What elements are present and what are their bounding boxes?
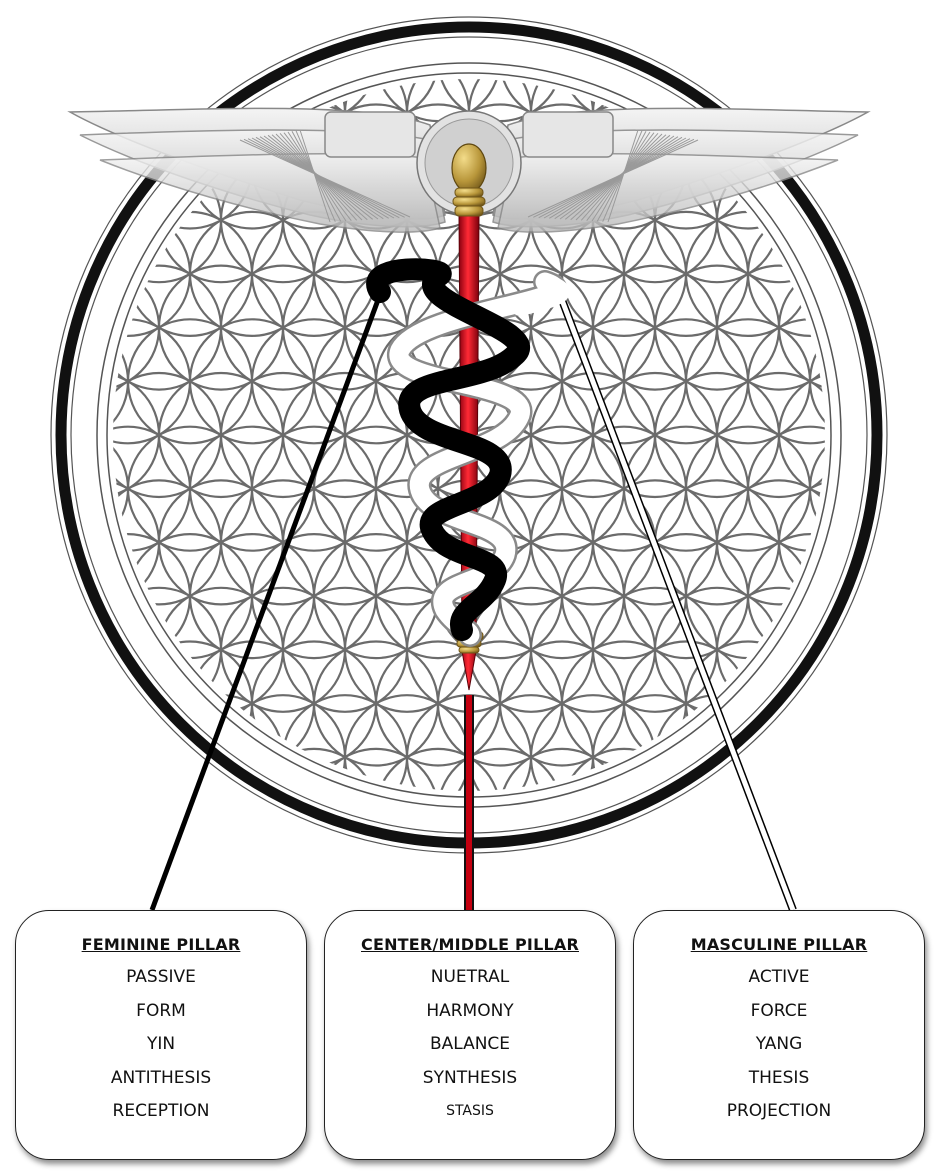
center-pillar-title: CENTER/MIDDLE PILLAR [361, 935, 579, 954]
center-pillar-panel: CENTER/MIDDLE PILLAR NUETRAL HARMONY BAL… [324, 910, 616, 1160]
feminine-pillar-item: ANTITHESIS [110, 1067, 212, 1088]
feminine-pointer-line [149, 299, 381, 911]
center-pillar-item: BALANCE [429, 1034, 511, 1054]
masculine-pillar-panel: MASCULINE PILLAR ACTIVE FORCE YANG THESI… [633, 910, 925, 1160]
caduceus-icon [67, 107, 871, 691]
masculine-pillar-item: FORCE [750, 1000, 808, 1021]
feminine-pillar-title: FEMININE PILLAR [81, 935, 241, 954]
center-pillar-item: HARMONY [426, 1000, 514, 1021]
feminine-pillar-item: PASSIVE [126, 967, 196, 987]
masculine-pillar-item: YANG [755, 1034, 803, 1054]
black-serpent-icon [366, 258, 530, 641]
center-pillar-item: SYNTHESIS [422, 1067, 518, 1088]
feminine-pillar-item: RECEPTION [112, 1101, 210, 1121]
center-pillar-item: STASIS [446, 1103, 494, 1119]
feminine-pillar-item: YIN [146, 1034, 176, 1054]
masculine-pillar-item: THESIS [748, 1067, 810, 1088]
serpents [366, 258, 570, 647]
wings-icon [67, 107, 871, 233]
feminine-pillar-item: FORM [136, 1000, 186, 1021]
feminine-pillar-panel: FEMININE PILLAR PASSIVE FORM YIN ANTITHE… [15, 910, 307, 1160]
pillar-pointer-lines [149, 298, 797, 912]
masculine-pillar-title: MASCULINE PILLAR [690, 935, 868, 954]
masculine-pillar-item: PROJECTION [726, 1101, 832, 1121]
center-pillar-item: NUETRAL [430, 967, 510, 987]
masculine-pillar-item: ACTIVE [748, 967, 810, 987]
